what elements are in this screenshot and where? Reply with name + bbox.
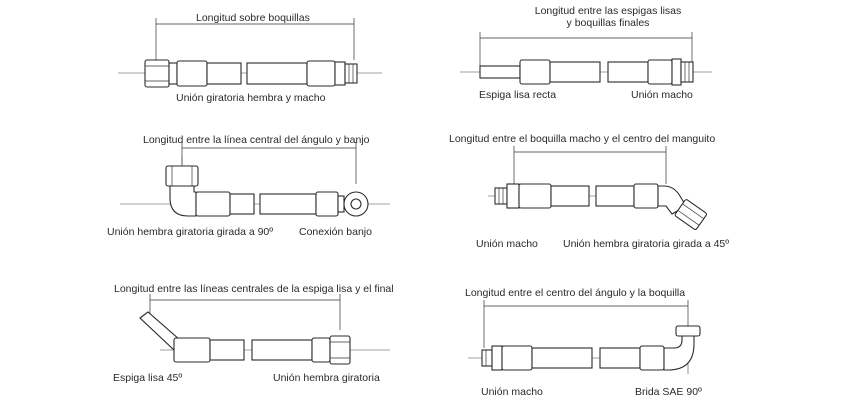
- diagram-1-label-fitting: Unión giratoria hembra y macho: [176, 92, 326, 104]
- diagram-2-label-straight-pipe: Espiga lisa recta: [479, 89, 557, 101]
- diagram-4-title: Longitud entre el boquilla macho y el ce…: [449, 133, 716, 145]
- diagram-6-drawing: [468, 300, 701, 374]
- diagram-5-title: Longitud entre las líneas centrales de l…: [114, 283, 394, 295]
- diagram-2-title-line-1: Longitud entre las espigas lisas: [534, 5, 682, 17]
- diagram-3-drawing: [120, 142, 390, 217]
- diagram-3-title: Longitud entre la línea central del ángu…: [143, 134, 370, 146]
- diagram-6-title: Longitud entre el centro del ángulo y la…: [465, 287, 686, 299]
- diagram-6-label-flange: Brida SAE 90º: [635, 386, 702, 398]
- diagram-4-label-swivel-45: Unión hembra giratoria girada a 45º: [563, 238, 730, 250]
- diagram-1-title: Longitud sobre boquillas: [196, 12, 310, 24]
- diagram-3-label-banjo: Conexión banjo: [299, 226, 372, 238]
- diagram-1-drawing: [118, 18, 382, 88]
- diagram-4-label-male-union: Unión macho: [476, 238, 538, 250]
- diagram-2-title-line-2: y boquillas finales: [566, 17, 650, 29]
- diagram-3-label-swivel-90: Unión hembra giratoria girada a 90º: [107, 226, 274, 238]
- diagram-4-drawing: [488, 146, 707, 230]
- diagram-2-drawing: [460, 32, 712, 86]
- diagram-5-label-pipe-45: Espiga lisa 45º: [113, 372, 183, 384]
- diagram-5-drawing: [139, 294, 390, 365]
- diagram-5-label-swivel: Unión hembra giratoria: [273, 372, 380, 384]
- diagram-6-label-male-union: Unión macho: [481, 386, 543, 398]
- diagram-2-label-male-union: Unión macho: [631, 89, 693, 101]
